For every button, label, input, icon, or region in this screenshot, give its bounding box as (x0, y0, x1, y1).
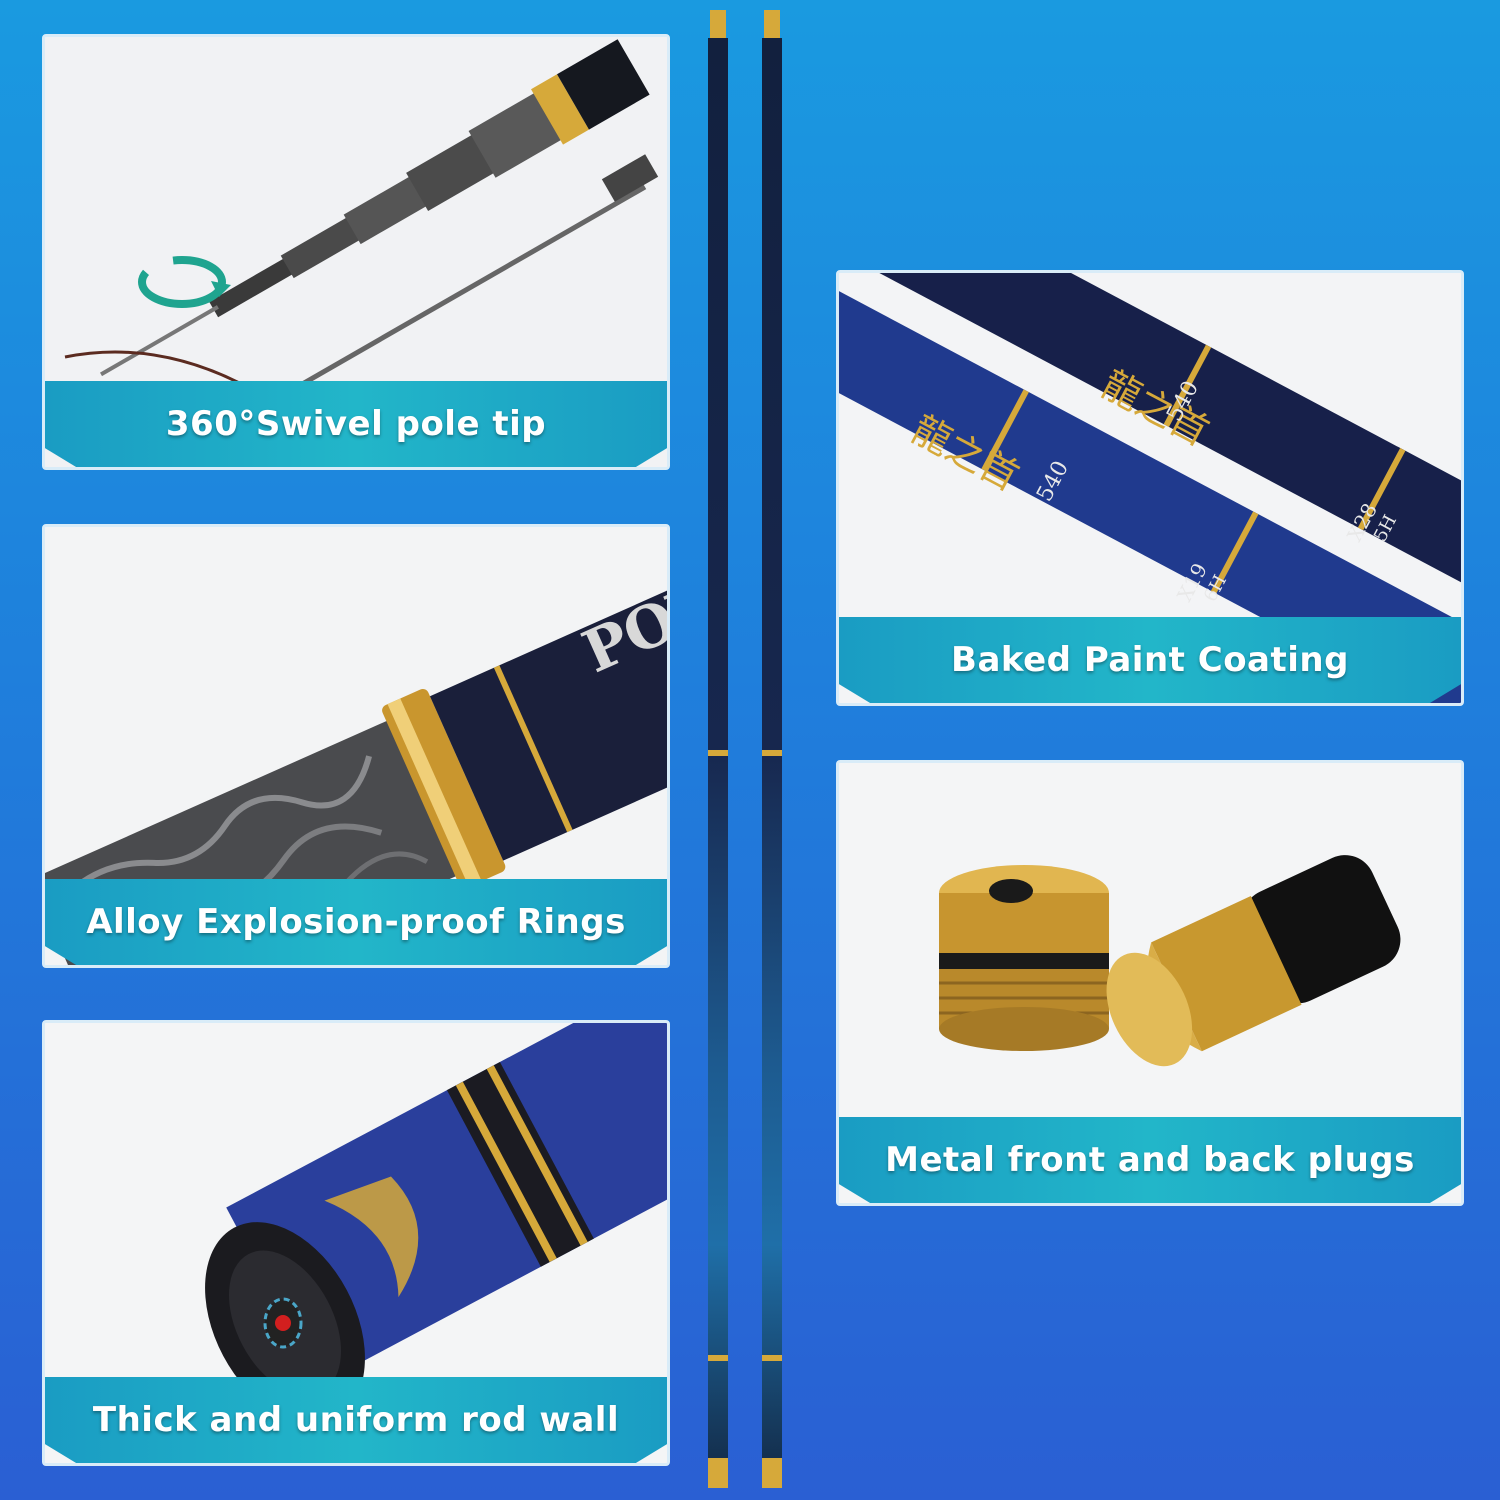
caption-bar: Thick and uniform rod wall (45, 1377, 667, 1463)
back-plug (1106, 855, 1401, 1067)
caption-bar: Baked Paint Coating (839, 617, 1461, 703)
feature-panel-plugs: Metal front and back plugs (836, 760, 1464, 1206)
rod-segments (100, 39, 650, 377)
caption-bar: Alloy Explosion-proof Rings (45, 879, 667, 965)
feature-caption: Metal front and back plugs (885, 1140, 1415, 1180)
feature-caption: Thick and uniform rod wall (92, 1400, 620, 1440)
rod-right (762, 10, 782, 1488)
front-plug (939, 865, 1109, 1051)
caption-bar: Metal front and back plugs (839, 1117, 1461, 1203)
rod-left (708, 10, 728, 1488)
feature-panel-swivel: 360°Swivel pole tip (42, 34, 670, 470)
rod-pair-illustration (708, 10, 782, 1488)
caption-bar: 360°Swivel pole tip (45, 381, 667, 467)
feature-panel-rings: POWER Alloy Explosion-proof Rings (42, 524, 670, 968)
feature-panel-wall: Thick and uniform rod wall (42, 1020, 670, 1466)
feature-panel-paint: 龍之首 龍之首 540 540 X19 6H X28 5H Baked Pain… (836, 270, 1464, 706)
feature-caption: Baked Paint Coating (951, 640, 1349, 680)
feature-caption: 360°Swivel pole tip (165, 404, 547, 444)
feature-caption: Alloy Explosion-proof Rings (86, 902, 626, 942)
rotation-arrow-icon (138, 256, 231, 308)
